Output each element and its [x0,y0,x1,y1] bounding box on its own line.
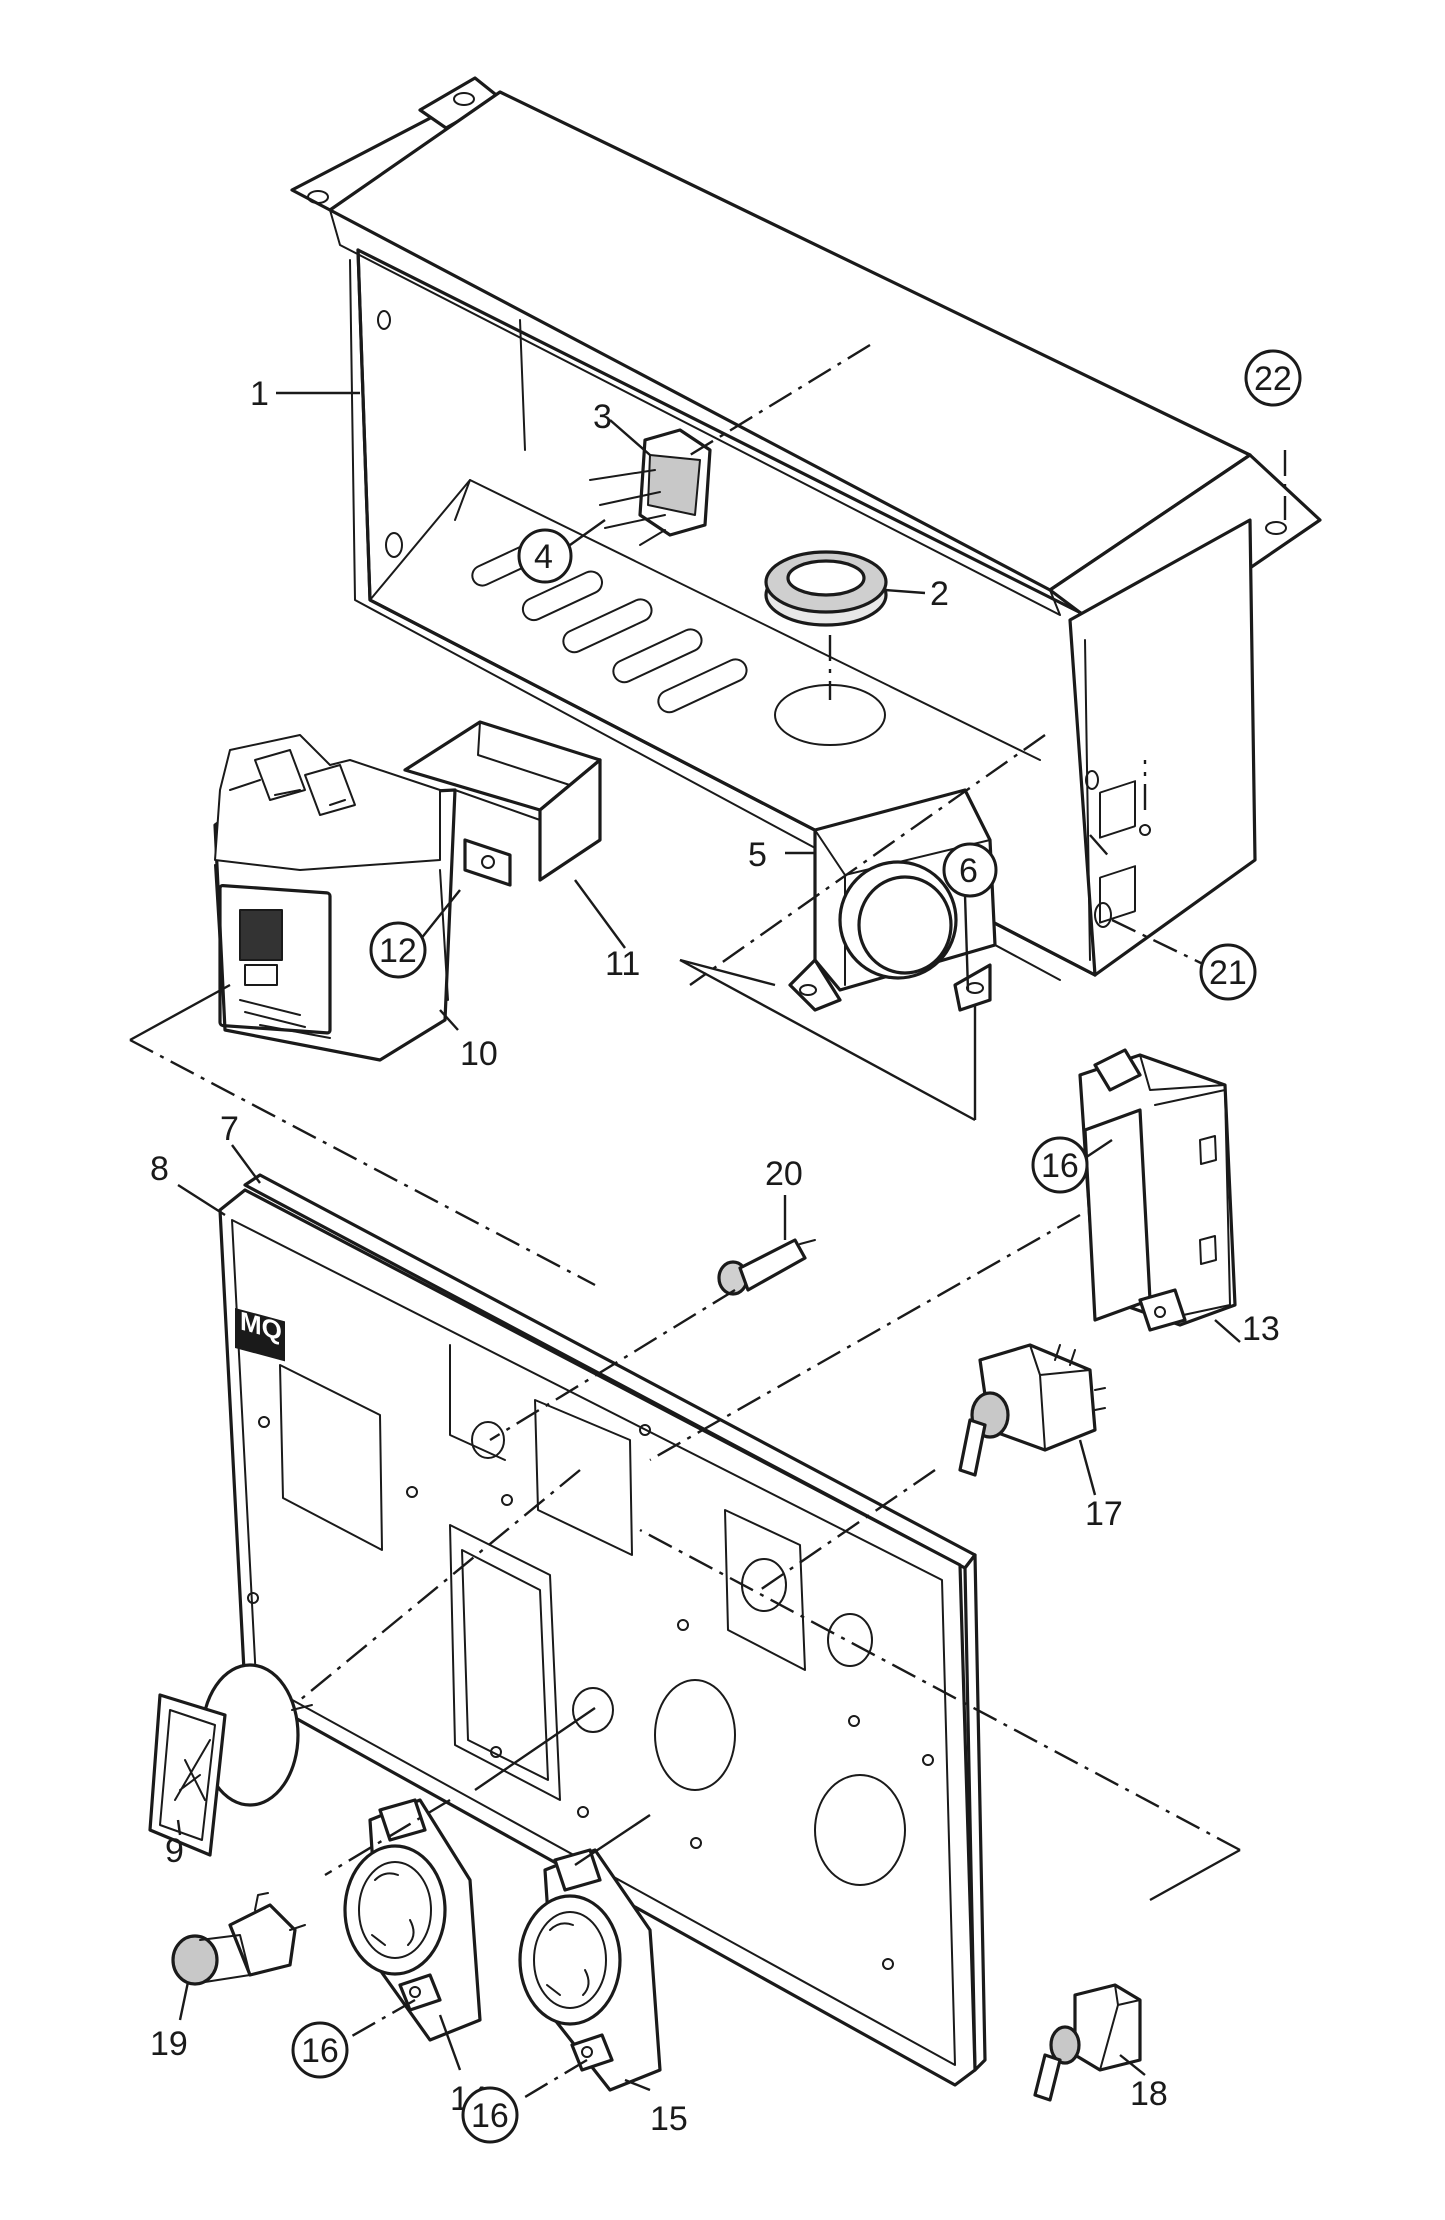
callout-16b-circle [291,2021,349,2079]
callout-13: 13 [1242,1310,1280,1348]
terminal-block [589,428,712,546]
callout-17: 17 [1085,1495,1123,1533]
callout-16b: 16 [301,2032,339,2070]
callout-15: 15 [650,2100,688,2138]
pilot-lamp [717,1238,816,1296]
toggle-switch-main [958,1343,1106,1477]
mounting-bracket [403,720,602,887]
callout-6-circle [942,842,998,898]
assembly-lines [129,343,1287,2102]
front-control-panel: MQ [218,1173,987,2087]
callout-5: 5 [748,836,767,874]
toggle-switch-secondary [1033,1983,1142,2102]
callout-16a: 16 [1041,1147,1079,1185]
callout-12-circle [369,921,427,979]
callout-16c-circle [461,2086,519,2144]
leader-lines [176,391,1241,2092]
callout-19: 19 [150,2025,188,2063]
callout-21: 21 [1209,954,1247,992]
callout-16a-circle [1031,1136,1089,1194]
grommet [764,550,888,627]
callout-2: 2 [930,575,949,613]
callout-22: 22 [1254,360,1292,398]
callout-9: 9 [165,1832,184,1870]
callout-20: 20 [765,1155,803,1193]
callout-12: 12 [379,932,417,970]
callout-11: 11 [605,945,640,983]
callout-16c: 16 [471,2097,509,2135]
current-sensor [788,788,997,1012]
callout-labels: 1 2 3 4 5 6 7 8 9 10 11 12 13 14 15 16 1… [150,349,1302,2144]
callout-22-circle [1244,349,1302,407]
callout-21-circle [1199,943,1257,1001]
circuit-breaker [213,734,457,1062]
callout-6: 6 [959,852,978,890]
panel-meter [148,1663,313,1857]
callout-10: 10 [460,1035,498,1073]
callout-7: 7 [220,1110,239,1148]
callout-3: 3 [593,398,612,436]
callout-18: 18 [1130,2075,1168,2113]
control-box-housing [290,76,1322,981]
callout-4-circle [517,528,573,584]
knob-switch [171,1892,306,1986]
callout-8: 8 [150,1150,169,1188]
twist-lock-receptacle-30a [343,1798,482,2042]
gfci-receptacle [1078,780,1237,1332]
twist-lock-receptacle-50a [518,1848,662,2092]
callout-1: 1 [250,375,269,413]
callout-4: 4 [534,538,553,576]
